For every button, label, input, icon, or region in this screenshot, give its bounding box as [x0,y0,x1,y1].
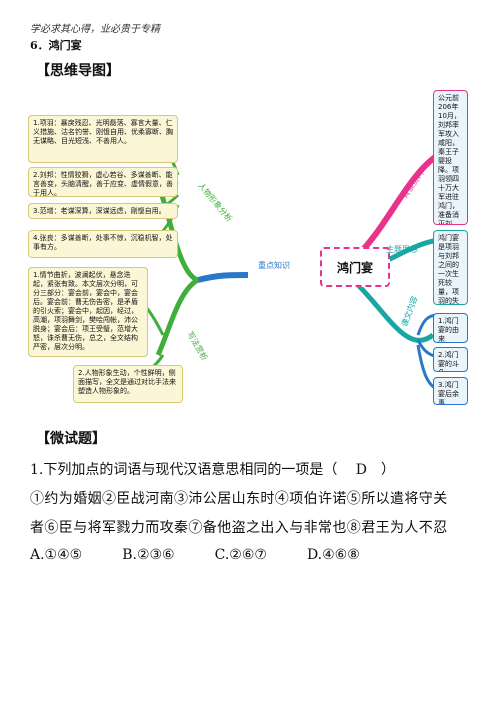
label-theme: 主题思想 [386,245,418,254]
choice-c[interactable]: C.②⑥⑦ [214,547,267,563]
content-box-origin: 1.鸿门宴的由来 [433,313,468,343]
choice-b[interactable]: B.②③⑥ [122,547,175,563]
question-line-1: ①约为婚姻②臣战河南③沛公居山东时④项伯许诺⑤所以遣将守关 [30,491,448,507]
content-box-aftermath: 3.鸿门宴后余事 [433,377,468,405]
char-box-xiangyu: 1.项羽：暴戾残忍、光明磊落、寡言大量、仁义措施、沽名钓誉、刚愎自用、优柔寡断、… [28,115,178,163]
choice-a[interactable]: A.①④⑤ [30,547,83,563]
header-motto: 学必求其心得，业必贵于专精 [30,24,160,35]
char-box-liubang: 2.刘邦：性情狡猾，虚心若谷、多谋善断、能言善变，头脑清醒，善于应变、虚情假意，… [28,167,178,197]
writing-box-plot: 1.情节曲折，波澜起伏，悬念迭起，紧张有致。本文层次分明，可分三部分：宴会前，宴… [28,267,148,357]
mindmap: 鸿门宴 重点知识 人物形象分析 写法赏析 背景资料 主题思想 课文内容 1.项羽… [28,85,468,415]
content-box-struggle: 2.鸿门宴的斗争 [433,347,468,372]
label-key-knowledge: 重点知识 [258,261,290,270]
lesson-title: 6．鸿门宴 [30,39,82,52]
mindmap-center: 鸿门宴 [320,247,390,287]
char-box-fanzeng: 3.范增：老谋深算，深谋远虑，刚愎自用。 [28,203,178,219]
question-line-2: 者⑥臣与将军戮力而攻秦⑦备他盗之出入与非常也⑧君王为人不忍 [30,520,448,536]
section-quiz-heading: 【微试题】 [36,431,106,447]
background-box: 公元前206年10月，刘邦率军攻入咸阳，秦王子婴投降。项羽领四十万大军进驻鸿门，… [433,90,468,225]
question-stem: 1.下列加点的词语与现代汉语意思相同的一项是（ D ） [30,462,396,478]
writing-box-characters: 2.人物形象生动，个性鲜明，侧面描写，全文是通过对比手法来塑造人物形象的。 [73,365,183,403]
section-mindmap-heading: 【思维导图】 [36,63,120,79]
choice-d[interactable]: D.④⑥⑧ [306,547,360,563]
theme-box: 鸿门宴是项羽与刘邦之间的一次生死较量，项羽的失败与刘邦的成功，反映了各自的性格与… [433,230,468,305]
char-box-zhangliang: 4.张良：多谋善断，处事不惊，沉稳机智，处事有方。 [28,230,178,258]
answer-choices: A.①④⑤ B.②③⑥ C.②⑥⑦ D.④⑥⑧ [30,547,360,563]
